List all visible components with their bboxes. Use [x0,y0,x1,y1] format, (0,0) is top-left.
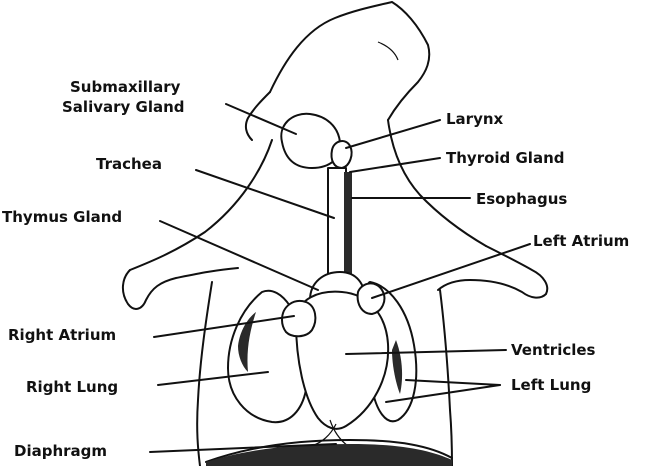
body-outline [122,1,549,466]
label-right-atrium: Right Atrium [8,326,116,344]
head-outline [269,1,431,121]
leader-thymus-gland [159,220,319,291]
leader-thyroid-gland [349,157,441,173]
leader-right-lung [157,371,269,386]
right-lung-shading [238,312,256,372]
label-thymus-gland: Thymus Gland [2,208,122,226]
label-diaphragm: Diaphragm [14,442,107,460]
trachea-shape [327,167,347,277]
heart-shape [295,290,390,430]
right-forelimb-outline [437,245,549,299]
diaphragm-shape [205,439,453,463]
diaphragm-band [206,444,452,466]
label-submaxillary-line2: Salivary Gland [62,98,185,116]
organs [205,112,453,466]
snout-detail [377,41,399,61]
neck-right-outline [387,119,487,247]
leader-trachea [195,169,335,219]
label-left-atrium: Left Atrium [533,232,629,250]
neck-left-outline [244,91,271,141]
leader-right-atrium [153,315,295,338]
label-thyroid-gland: Thyroid Gland [446,149,564,167]
label-trachea: Trachea [96,155,162,173]
leader-left-lung-a [405,379,501,386]
label-submaxillary-line1: Submaxillary [70,78,181,96]
left-shoulder-outline [129,139,273,271]
leader-salivary-gland [225,103,297,135]
label-larynx: Larynx [446,110,504,128]
leader-diaphragm [149,443,337,453]
left-body-outline [196,281,213,466]
leader-larynx [345,119,441,149]
left-atrium-shape [356,282,386,315]
right-atrium-shape [281,300,317,338]
leader-left-atrium [371,243,531,299]
label-left-lung: Left Lung [511,376,591,394]
larynx-shape [330,140,353,169]
leader-ventricles [345,349,507,355]
left-forelimb-outline [122,267,239,310]
label-esophagus: Esophagus [476,190,567,208]
leader-lines [149,103,531,453]
label-ventricles: Ventricles [511,341,596,359]
labels: Submaxillary Salivary Gland Trachea Thym… [2,78,629,460]
label-right-lung: Right Lung [26,378,118,396]
leader-left-lung-b [385,384,501,403]
right-body-outline [439,289,453,466]
esophagus-shape [344,172,352,276]
